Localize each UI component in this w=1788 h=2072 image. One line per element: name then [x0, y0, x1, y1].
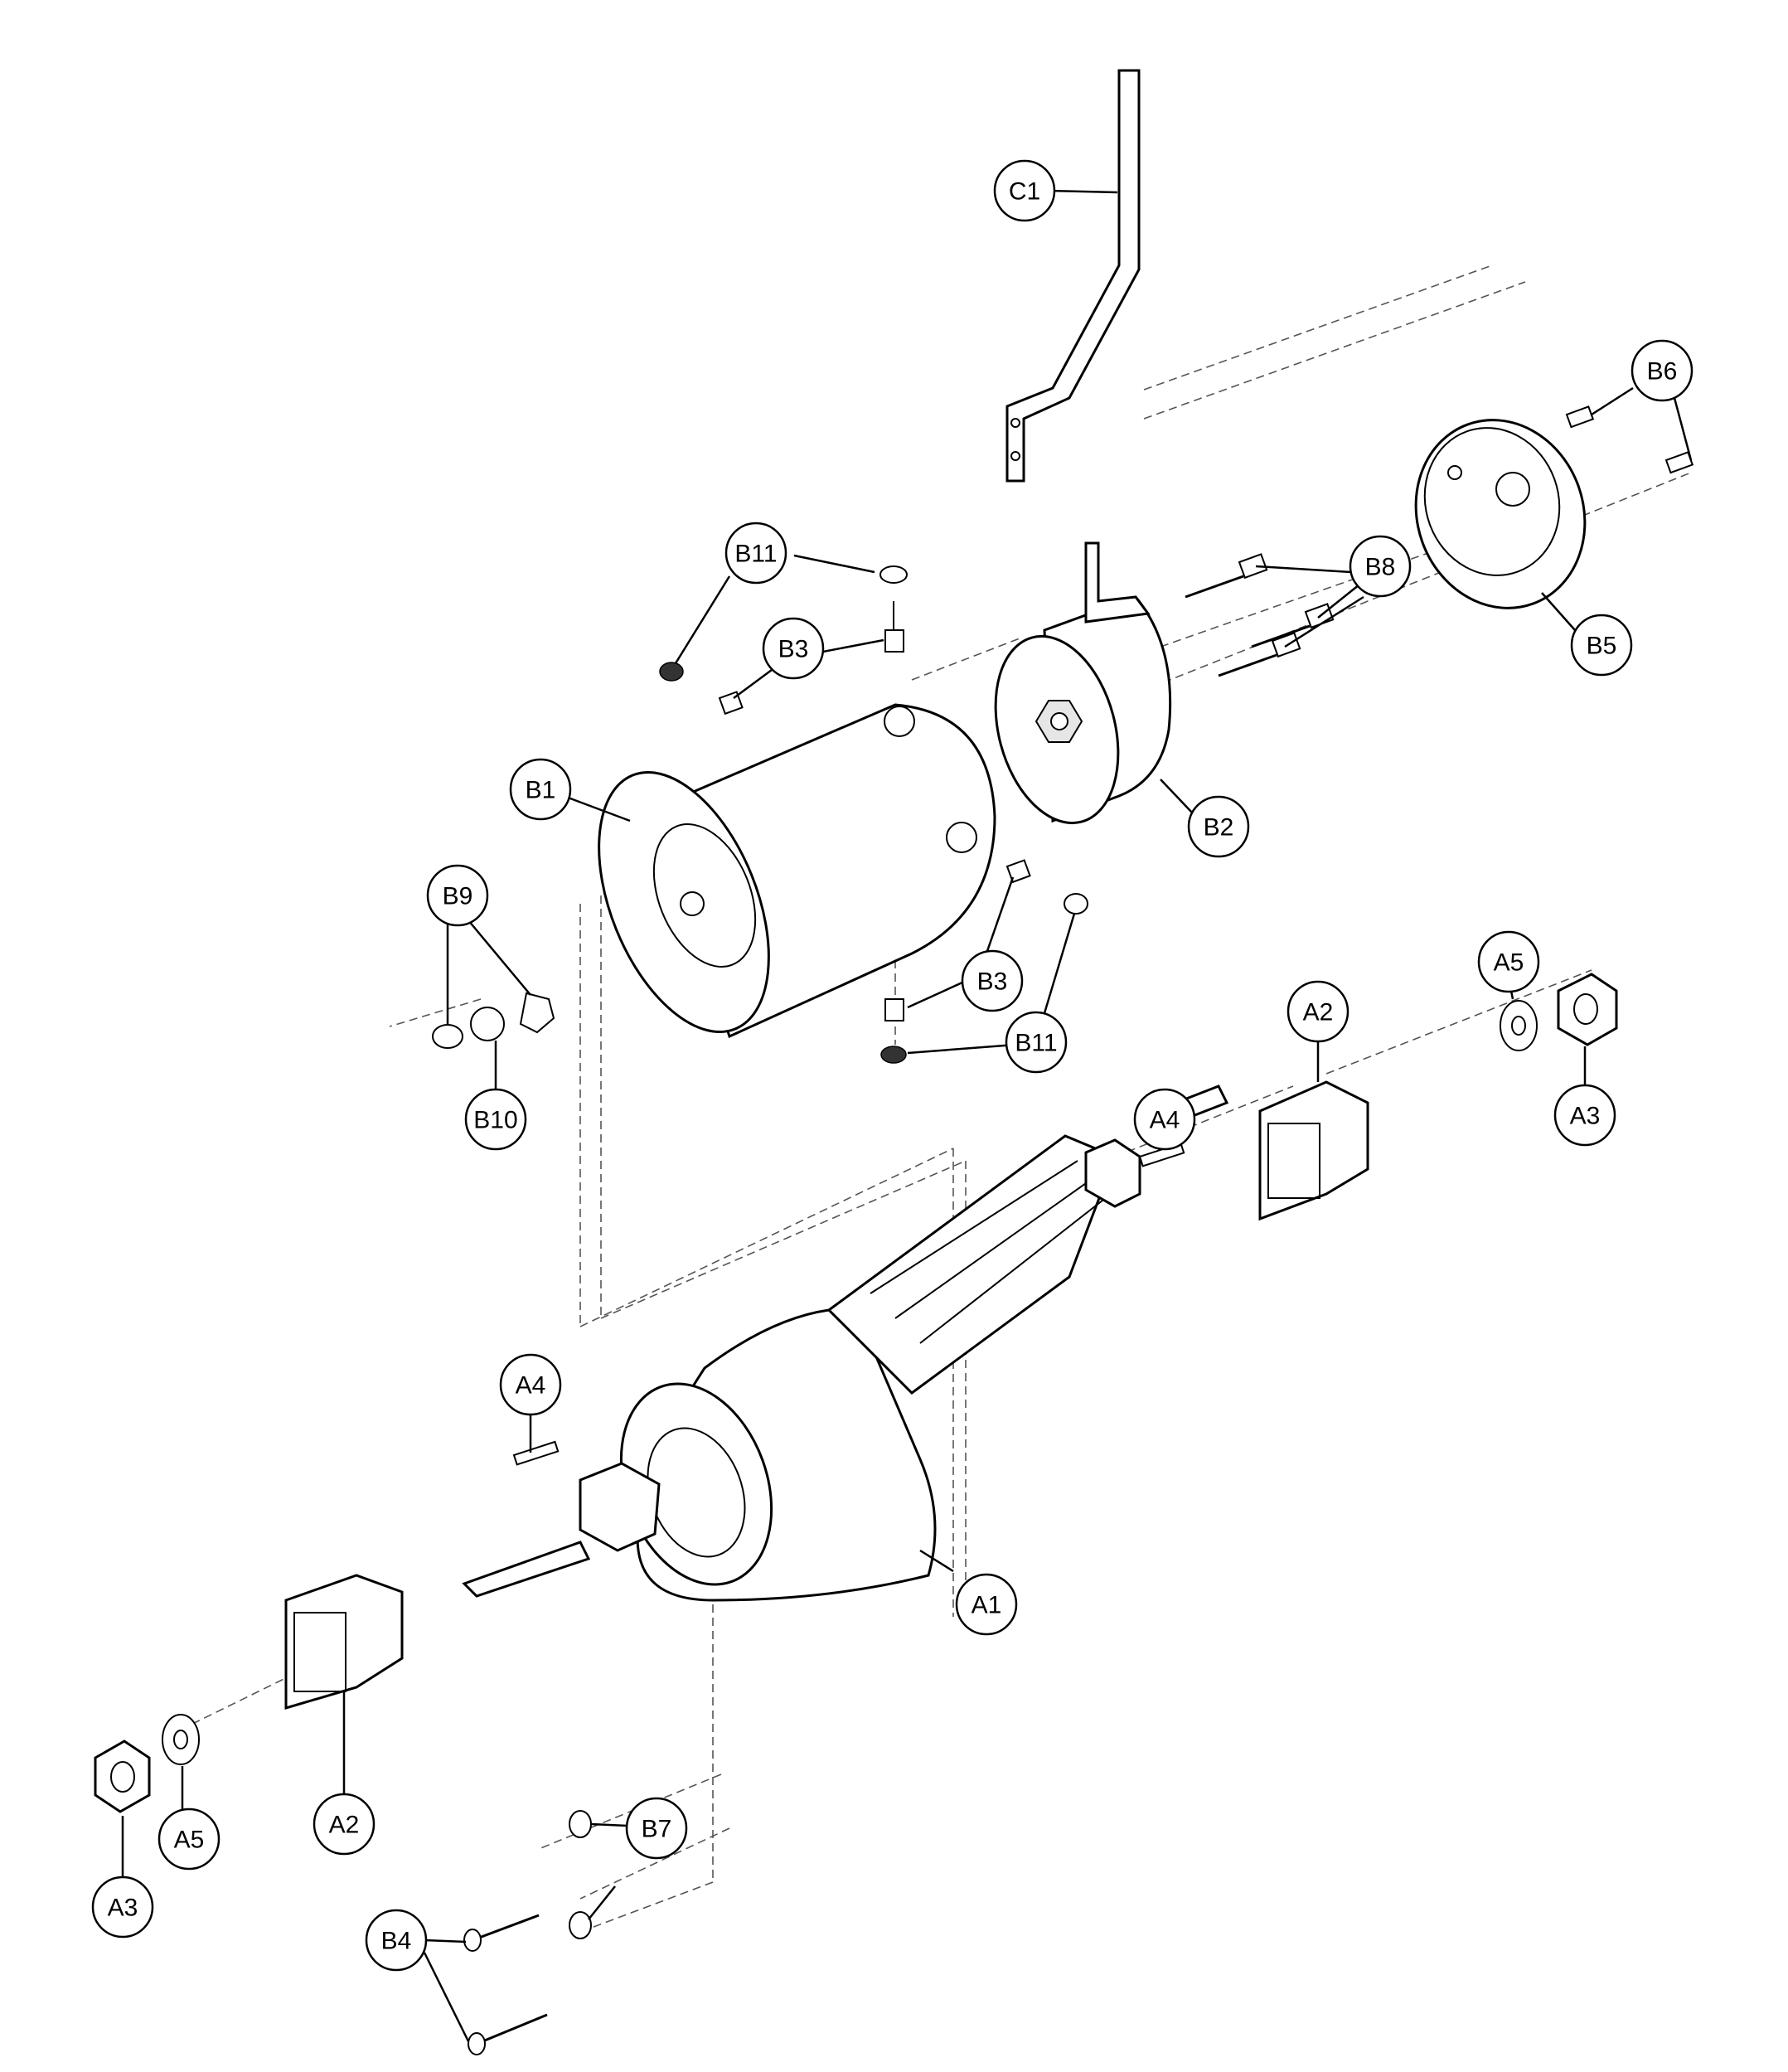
- callout-a1-label: A1: [972, 1592, 1002, 1619]
- leader-lines: [121, 189, 1693, 2042]
- callout-a5-left: A5: [157, 1808, 220, 1871]
- callout-b11-top-label: B11: [734, 541, 777, 568]
- callout-b3-bottom: B3: [961, 949, 1024, 1012]
- callout-a5-left-label: A5: [174, 1827, 205, 1854]
- bracket-c1: [1005, 69, 1141, 483]
- cover-b5: [1414, 419, 1587, 609]
- callout-b10-label: B10: [473, 1107, 517, 1134]
- callout-a3-right: A3: [1553, 1084, 1616, 1147]
- callout-b8-label: B8: [1365, 554, 1396, 581]
- nut-a3-right: [1557, 973, 1618, 1046]
- callout-b11-bottom: B11: [1005, 1011, 1068, 1074]
- callout-b4: B4: [365, 1909, 428, 1972]
- callout-b11-bottom-label: B11: [1015, 1030, 1057, 1057]
- callout-b3-bottom-label: B3: [977, 968, 1008, 996]
- callout-b7: B7: [625, 1797, 688, 1860]
- sleeve-a2-right: [1258, 1080, 1369, 1221]
- transaxle-a1: [462, 1085, 1229, 1602]
- callout-a4-left-label: A4: [516, 1372, 546, 1400]
- washer-a5-left: [162, 1714, 200, 1765]
- motor-b1: [598, 703, 996, 1039]
- callout-a3-right-label: A3: [1570, 1103, 1601, 1130]
- callout-b3-top: B3: [762, 617, 825, 680]
- callout-a5-right: A5: [1477, 930, 1540, 993]
- nut-a3-left: [94, 1740, 151, 1813]
- callout-a1: A1: [955, 1573, 1018, 1636]
- callout-c1-label: C1: [1009, 178, 1040, 206]
- washer-a5-right: [1500, 1000, 1538, 1051]
- screws-b6: [1565, 405, 1694, 474]
- callout-b1: B1: [509, 758, 572, 821]
- callout-a3-left-label: A3: [108, 1895, 138, 1922]
- callout-b9-label: B9: [443, 883, 473, 910]
- callout-c1: C1: [993, 159, 1056, 222]
- callout-b10: B10: [464, 1088, 527, 1151]
- callout-b9: B9: [426, 864, 489, 927]
- callout-b3-top-label: B3: [778, 636, 809, 663]
- callout-a2-left: A2: [313, 1793, 376, 1856]
- callout-b8: B8: [1349, 535, 1412, 598]
- callout-a2-left-label: A2: [329, 1812, 360, 1839]
- callout-a3-left: A3: [91, 1875, 154, 1939]
- callout-b1-label: B1: [526, 777, 556, 804]
- brake-b2: [994, 541, 1172, 825]
- encoder-parts-b9-b10: [432, 992, 555, 1049]
- callout-a5-right-label: A5: [1494, 949, 1524, 977]
- washers-b7: [569, 1810, 592, 1939]
- callout-b2-label: B2: [1204, 814, 1234, 842]
- callout-b6: B6: [1631, 339, 1694, 402]
- bolts-b8: [1185, 553, 1335, 677]
- callout-a4-left: A4: [499, 1353, 562, 1416]
- callout-b4-label: B4: [381, 1928, 412, 1955]
- bolts-b4: [463, 1914, 548, 2055]
- callout-a4-right-label: A4: [1150, 1107, 1180, 1134]
- callout-a4-right: A4: [1133, 1088, 1196, 1151]
- callout-b5: B5: [1570, 614, 1633, 677]
- callout-b11-top: B11: [724, 522, 787, 585]
- callout-a2-right: A2: [1286, 980, 1349, 1043]
- callout-b6-label: B6: [1647, 358, 1678, 386]
- callout-b2: B2: [1187, 795, 1250, 858]
- callout-b5-label: B5: [1587, 633, 1617, 660]
- sleeve-a2-left: [284, 1574, 404, 1710]
- brush-set: [659, 565, 1088, 1064]
- callout-b7-label: B7: [642, 1816, 672, 1843]
- callout-a2-right-label: A2: [1303, 999, 1334, 1026]
- key-a4-left: [512, 1440, 560, 1466]
